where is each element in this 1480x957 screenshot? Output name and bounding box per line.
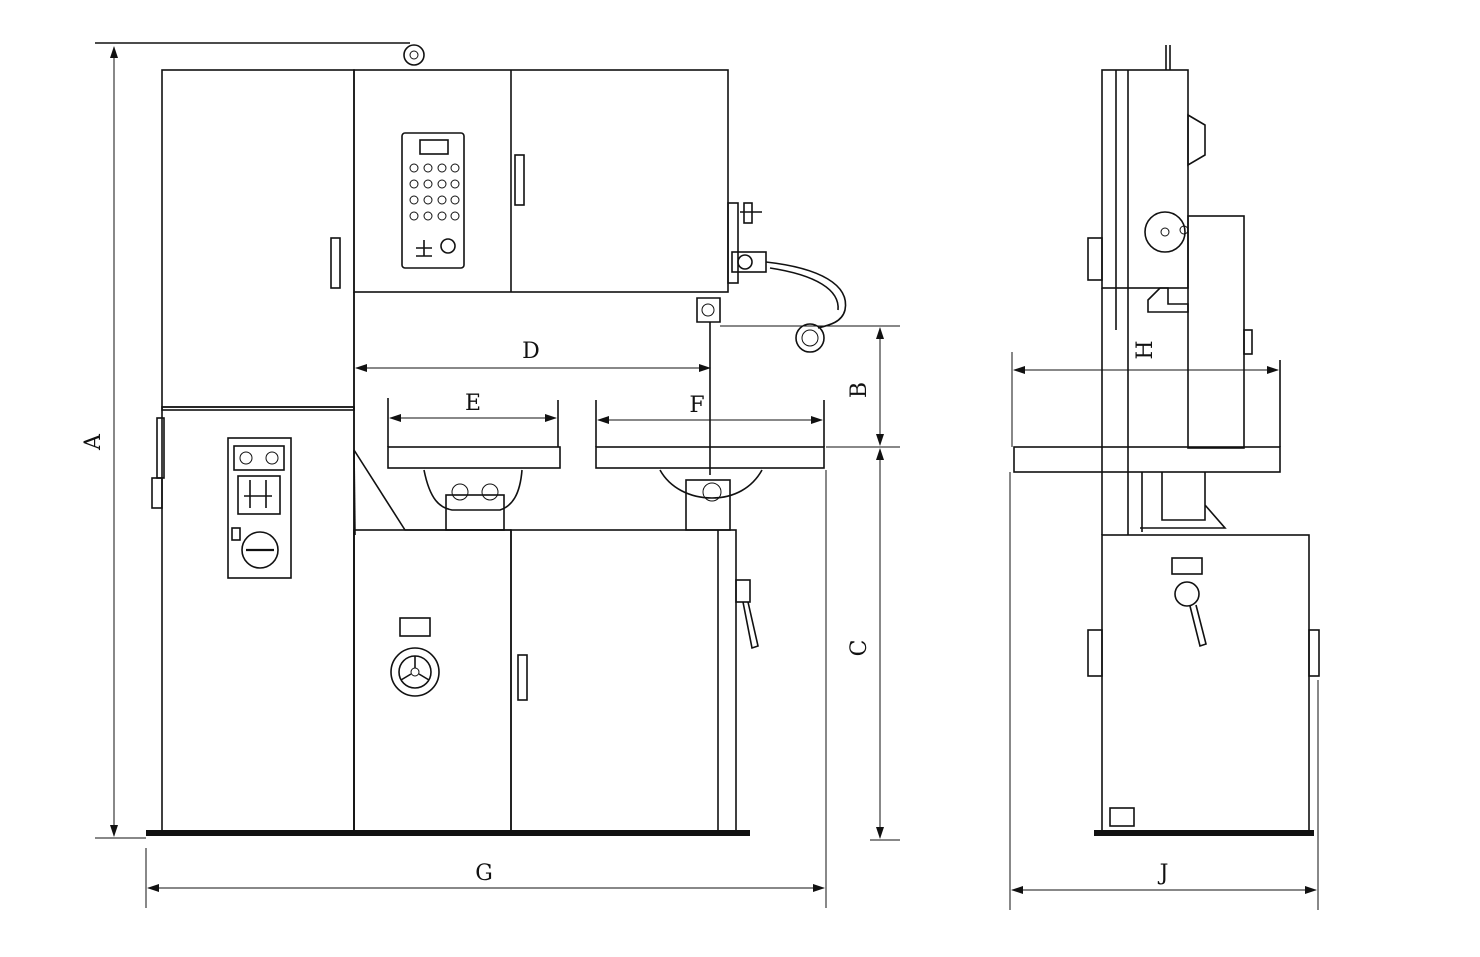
right-table (595, 446, 825, 469)
control-keypad-panel (401, 132, 465, 269)
left-lower-handle (156, 417, 165, 479)
lamp-arm (765, 261, 847, 329)
lamp-icon (795, 323, 825, 353)
side-motor-cap (1187, 113, 1206, 167)
lower-door-handle (517, 654, 528, 701)
left-upper-handle (330, 237, 341, 289)
left-table (387, 446, 561, 469)
side-tension-knob-icon (1174, 581, 1200, 607)
hand-wheel-label-plate (399, 617, 431, 637)
dimension-label-h: H (1133, 340, 1158, 359)
blade-guide-assembly (696, 202, 767, 323)
dimension-label-b: B (847, 382, 872, 398)
left-lower-cabinet (161, 406, 355, 836)
lower-center-cabinet (353, 529, 512, 836)
side-blade-guide (1147, 287, 1189, 313)
side-base-plate (1094, 830, 1314, 836)
lower-throat-frame (353, 449, 511, 531)
side-lower-handle-right (1308, 629, 1320, 677)
right-table-trunnion (659, 469, 763, 531)
dimension-label-c: C (847, 640, 872, 657)
side-upper-head (1101, 69, 1189, 289)
side-base-plate-tag (1109, 807, 1135, 827)
side-lower-handle-left (1087, 629, 1103, 677)
upper-door-handle (514, 154, 525, 206)
side-upper-handle (1087, 237, 1103, 281)
side-lower-cabinet (1101, 534, 1310, 834)
dimension-label-g: G (475, 861, 493, 886)
side-trunnion (1140, 472, 1227, 532)
dimension-label-d: D (522, 339, 540, 364)
upper-head-housing (353, 69, 729, 293)
front-view: A D E F B C G (81, 42, 900, 908)
front-base-plate (146, 830, 750, 836)
dimension-label-e: E (465, 391, 481, 416)
left-upper-cabinet (161, 69, 355, 411)
side-guide-knob-icon (1144, 211, 1186, 253)
side-column (1187, 215, 1245, 449)
dimension-label-a: A (81, 433, 106, 451)
side-table (1013, 446, 1281, 473)
dimension-label-j: J (1158, 861, 1169, 886)
left-table-trunnion (423, 469, 523, 531)
side-label-plate (1171, 557, 1203, 575)
dimension-label-f: F (689, 393, 704, 418)
lower-right-cabinet (510, 529, 737, 836)
top-pulley-icon (403, 44, 425, 66)
electrical-switch-panel (227, 437, 292, 579)
tension-lever-icon (735, 579, 759, 650)
side-view: H J (1009, 45, 1320, 910)
hand-wheel-icon (390, 647, 440, 697)
